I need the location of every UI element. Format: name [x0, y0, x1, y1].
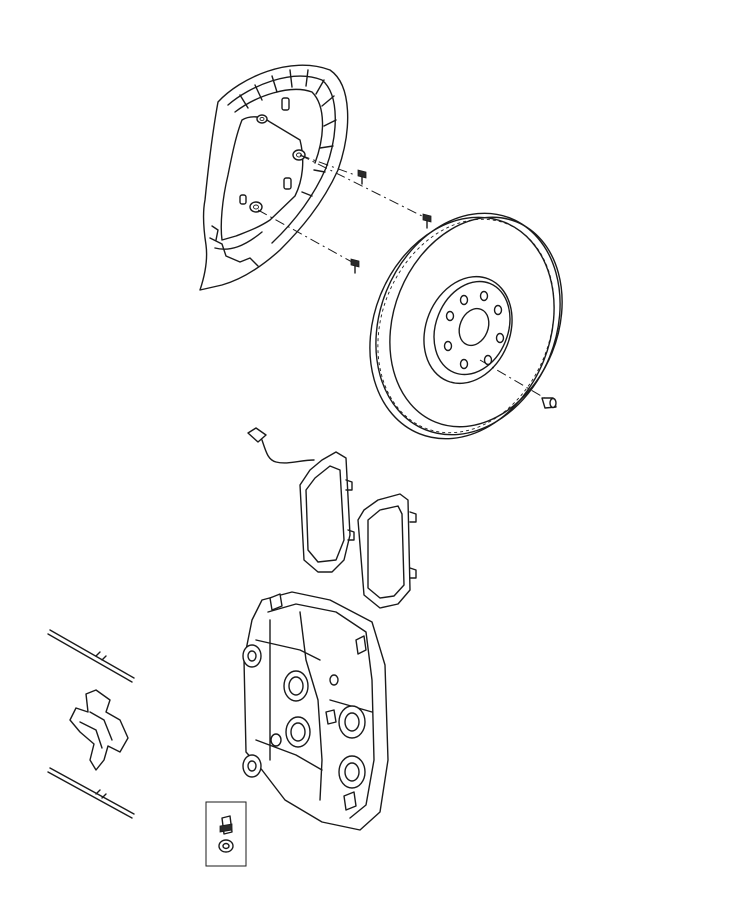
bleeder-screw-kit[interactable] [205, 801, 247, 867]
anti-rattle-spring[interactable] [69, 689, 129, 771]
splash-shield[interactable] [199, 64, 349, 291]
shield-screw-3[interactable] [350, 258, 360, 274]
rotor-screw[interactable] [541, 397, 557, 409]
shield-screw-1[interactable] [357, 169, 367, 185]
shield-screw-2[interactable] [422, 213, 432, 229]
pad-pin-lower[interactable] [47, 767, 135, 819]
brake-rotor[interactable] [338, 185, 593, 466]
brake-caliper[interactable] [242, 591, 389, 831]
pad-pin-upper[interactable] [47, 629, 135, 683]
brake-pad-inner[interactable] [299, 451, 355, 573]
brake-pad-outer[interactable] [357, 493, 417, 609]
wear-sensor[interactable] [247, 427, 315, 464]
